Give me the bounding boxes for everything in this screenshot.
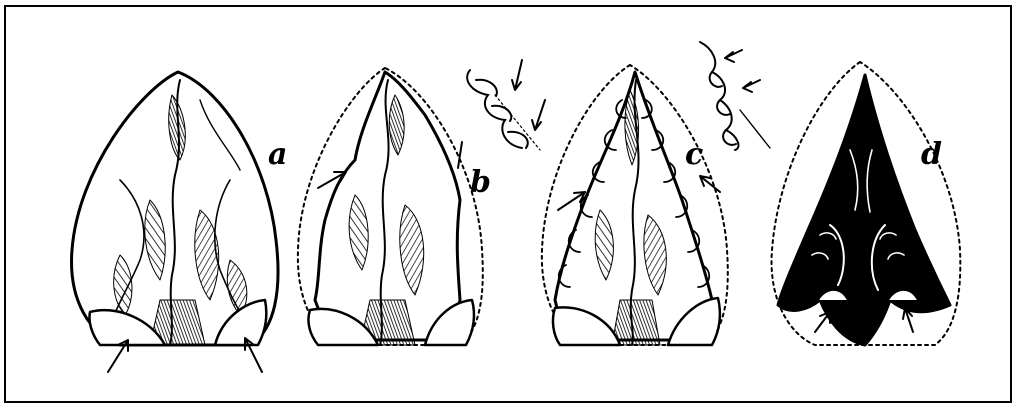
- figure-label-c: c: [685, 140, 703, 170]
- flake-detail-c: [700, 42, 770, 150]
- flint-blank-a: [72, 72, 278, 372]
- figure-label-d: d: [921, 140, 942, 170]
- flint-blank-c: [542, 65, 728, 345]
- figure-label-b: b: [470, 168, 491, 198]
- flake-detail-b: [467, 60, 545, 150]
- flint-blank-b: [298, 68, 483, 345]
- figure-label-a: a: [268, 140, 287, 170]
- flint-arrowhead-d: [772, 62, 961, 345]
